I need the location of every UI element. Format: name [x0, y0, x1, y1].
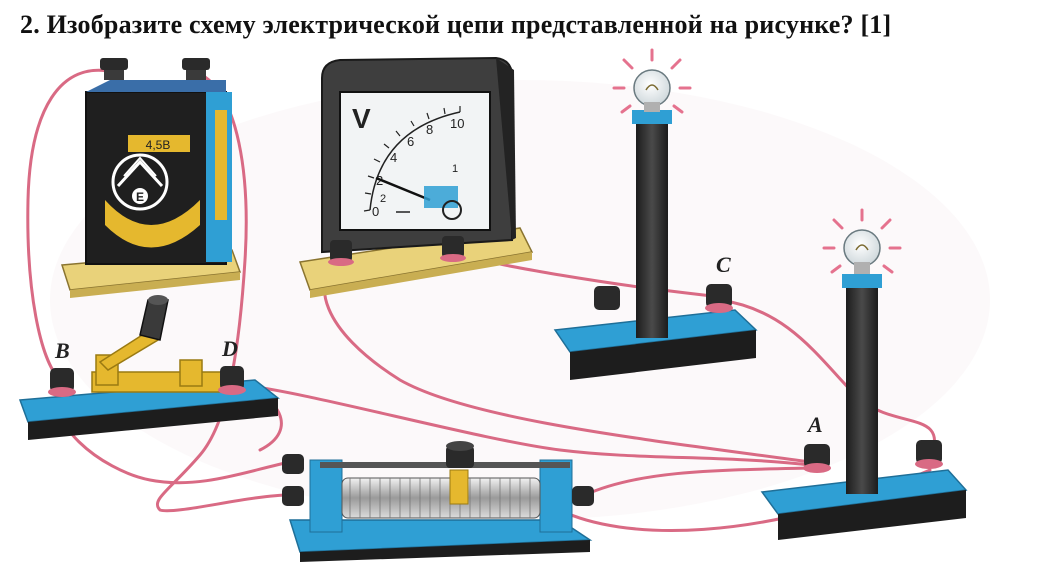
background-shading	[50, 80, 990, 520]
lamp-a-terminal-right	[915, 440, 943, 469]
wire-battery-to-rheostat	[155, 70, 292, 513]
voltmeter-terminal-right	[440, 236, 466, 262]
label-a: A	[806, 412, 823, 437]
voltmeter-needle	[375, 176, 431, 202]
voltmeter-terminal-left	[328, 240, 354, 266]
battery-terminal-left	[100, 58, 128, 80]
switch-terminal-b	[48, 368, 76, 397]
voltmeter: V 0 2 4 6 8 10 2 1	[298, 56, 534, 298]
rheostat-terminal-left-bottom	[282, 486, 304, 506]
knife-switch: B D	[18, 295, 280, 440]
battery-voltage-label: 4,5В	[146, 138, 171, 152]
lamp-a-bulb	[843, 229, 881, 274]
wire-battery-to-switch-b	[26, 68, 116, 382]
battery-logo-circle	[111, 153, 169, 211]
wire-voltmeter-to-lamp-a	[323, 258, 812, 464]
label-c: C	[716, 252, 731, 277]
rheostat-slider	[449, 469, 469, 505]
rheostat-coil	[341, 477, 541, 519]
rheostat	[282, 441, 594, 562]
lamp-c-bulb	[633, 69, 671, 112]
voltmeter-inner-1: 1	[452, 163, 458, 175]
lamp-stand-c: C	[553, 48, 758, 380]
wire-switch-d-to-lamp-a	[238, 383, 812, 467]
lamp-a-glow	[822, 208, 902, 274]
label-b: B	[54, 338, 70, 363]
battery-terminal-right	[182, 58, 210, 80]
lamp-a-post	[846, 282, 878, 494]
rheostat-terminal-left-top	[282, 454, 304, 474]
lamp-c-terminal-right	[705, 284, 733, 313]
label-d: D	[221, 336, 238, 361]
lamp-c-terminal-left	[594, 286, 620, 310]
rheostat-terminal-right	[572, 486, 594, 506]
switch-terminal-d	[218, 366, 246, 395]
voltmeter-inner-2: 2	[380, 193, 386, 205]
question-title: 2. Изобразите схему электрической цепи п…	[20, 10, 892, 39]
voltmeter-scale-0: 0	[372, 204, 379, 219]
battery-logo-letter: E	[136, 190, 144, 204]
voltmeter-scale-4: 4	[390, 150, 397, 165]
voltmeter-scale-10: 10	[450, 116, 464, 131]
voltmeter-symbol: V	[352, 103, 371, 134]
lamp-c-post	[636, 118, 668, 338]
wire-rheostat-to-lamp-a	[583, 466, 814, 497]
voltmeter-scale-8: 8	[426, 122, 433, 137]
lamp-c-glow	[612, 48, 692, 114]
battery: 4,5В E	[60, 58, 242, 298]
voltmeter-scale-6: 6	[407, 134, 414, 149]
voltmeter-dial	[339, 91, 491, 231]
lamp-a-terminal-left	[803, 444, 831, 473]
lamp-stand-a: A	[760, 208, 968, 540]
voltmeter-scale-ticks	[363, 106, 461, 212]
